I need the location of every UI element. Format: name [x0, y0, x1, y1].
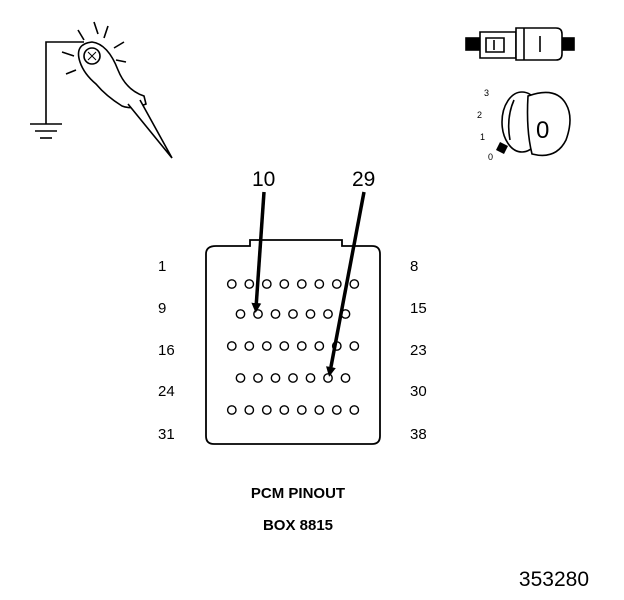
pin-25	[253, 373, 263, 383]
row-label-right-15: 15	[410, 300, 427, 317]
pin-24	[235, 373, 246, 383]
key-position-2: 2	[477, 110, 482, 120]
pin-27	[288, 373, 298, 383]
connector-face	[205, 239, 381, 445]
pin-30	[340, 373, 351, 383]
row-label-left-16: 16	[158, 342, 175, 359]
row-label-left-1: 1	[158, 258, 166, 275]
callout-pin-10-arrow	[251, 191, 266, 313]
pin-21	[314, 341, 325, 351]
pin-2	[244, 279, 255, 289]
pin-17	[244, 341, 255, 351]
row-label-right-23: 23	[410, 342, 427, 359]
key-position-0: 0	[488, 152, 493, 162]
pin-29	[323, 373, 333, 383]
pin-31	[226, 405, 237, 415]
pin-grid	[226, 279, 360, 415]
pin-36	[314, 405, 325, 415]
pin-28	[305, 373, 316, 383]
row-label-right-30: 30	[410, 383, 427, 400]
pin-18	[261, 341, 272, 351]
pin-6	[314, 279, 325, 289]
pin-14	[323, 309, 333, 319]
ignition-key-icon: 0 3 2 1 0	[477, 88, 571, 162]
callout-pin-29-arrow	[326, 191, 366, 377]
test-light-icon	[30, 21, 173, 159]
pin-3	[261, 279, 272, 289]
connector-icon	[465, 27, 575, 61]
pin-8	[349, 279, 360, 289]
pin-5	[296, 279, 307, 289]
pin-13	[305, 309, 316, 319]
pin-38	[349, 405, 360, 415]
pin-4	[279, 279, 290, 289]
pin-20	[296, 341, 307, 351]
pin-16	[226, 341, 237, 351]
pin-37	[331, 405, 342, 415]
pin-19	[279, 341, 290, 351]
caption-box: BOX 8815	[263, 517, 333, 534]
pin-10	[253, 309, 263, 319]
pin-7	[331, 279, 342, 289]
pin-35	[296, 405, 307, 415]
row-label-left-31: 31	[158, 426, 175, 443]
row-label-right-8: 8	[410, 258, 418, 275]
callout-pin-29-label: 29	[352, 168, 375, 191]
key-position-3: 3	[484, 88, 489, 98]
pin-9	[235, 309, 246, 319]
callout-pin-10-label: 10	[252, 168, 275, 191]
row-label-left-9: 9	[158, 300, 166, 317]
pin-12	[288, 309, 298, 319]
pin-32	[244, 405, 255, 415]
pin-23	[349, 341, 360, 351]
figure-number: 353280	[519, 568, 589, 591]
key-position-label: 0	[536, 117, 549, 144]
pin-26	[270, 373, 281, 383]
pin-11	[270, 309, 281, 319]
row-label-left-24: 24	[158, 383, 175, 400]
pin-1	[226, 279, 237, 289]
row-label-right-38: 38	[410, 426, 427, 443]
caption-title: PCM PINOUT	[251, 485, 345, 502]
key-position-1: 1	[480, 132, 485, 142]
pin-33	[261, 405, 272, 415]
pin-34	[279, 405, 290, 415]
